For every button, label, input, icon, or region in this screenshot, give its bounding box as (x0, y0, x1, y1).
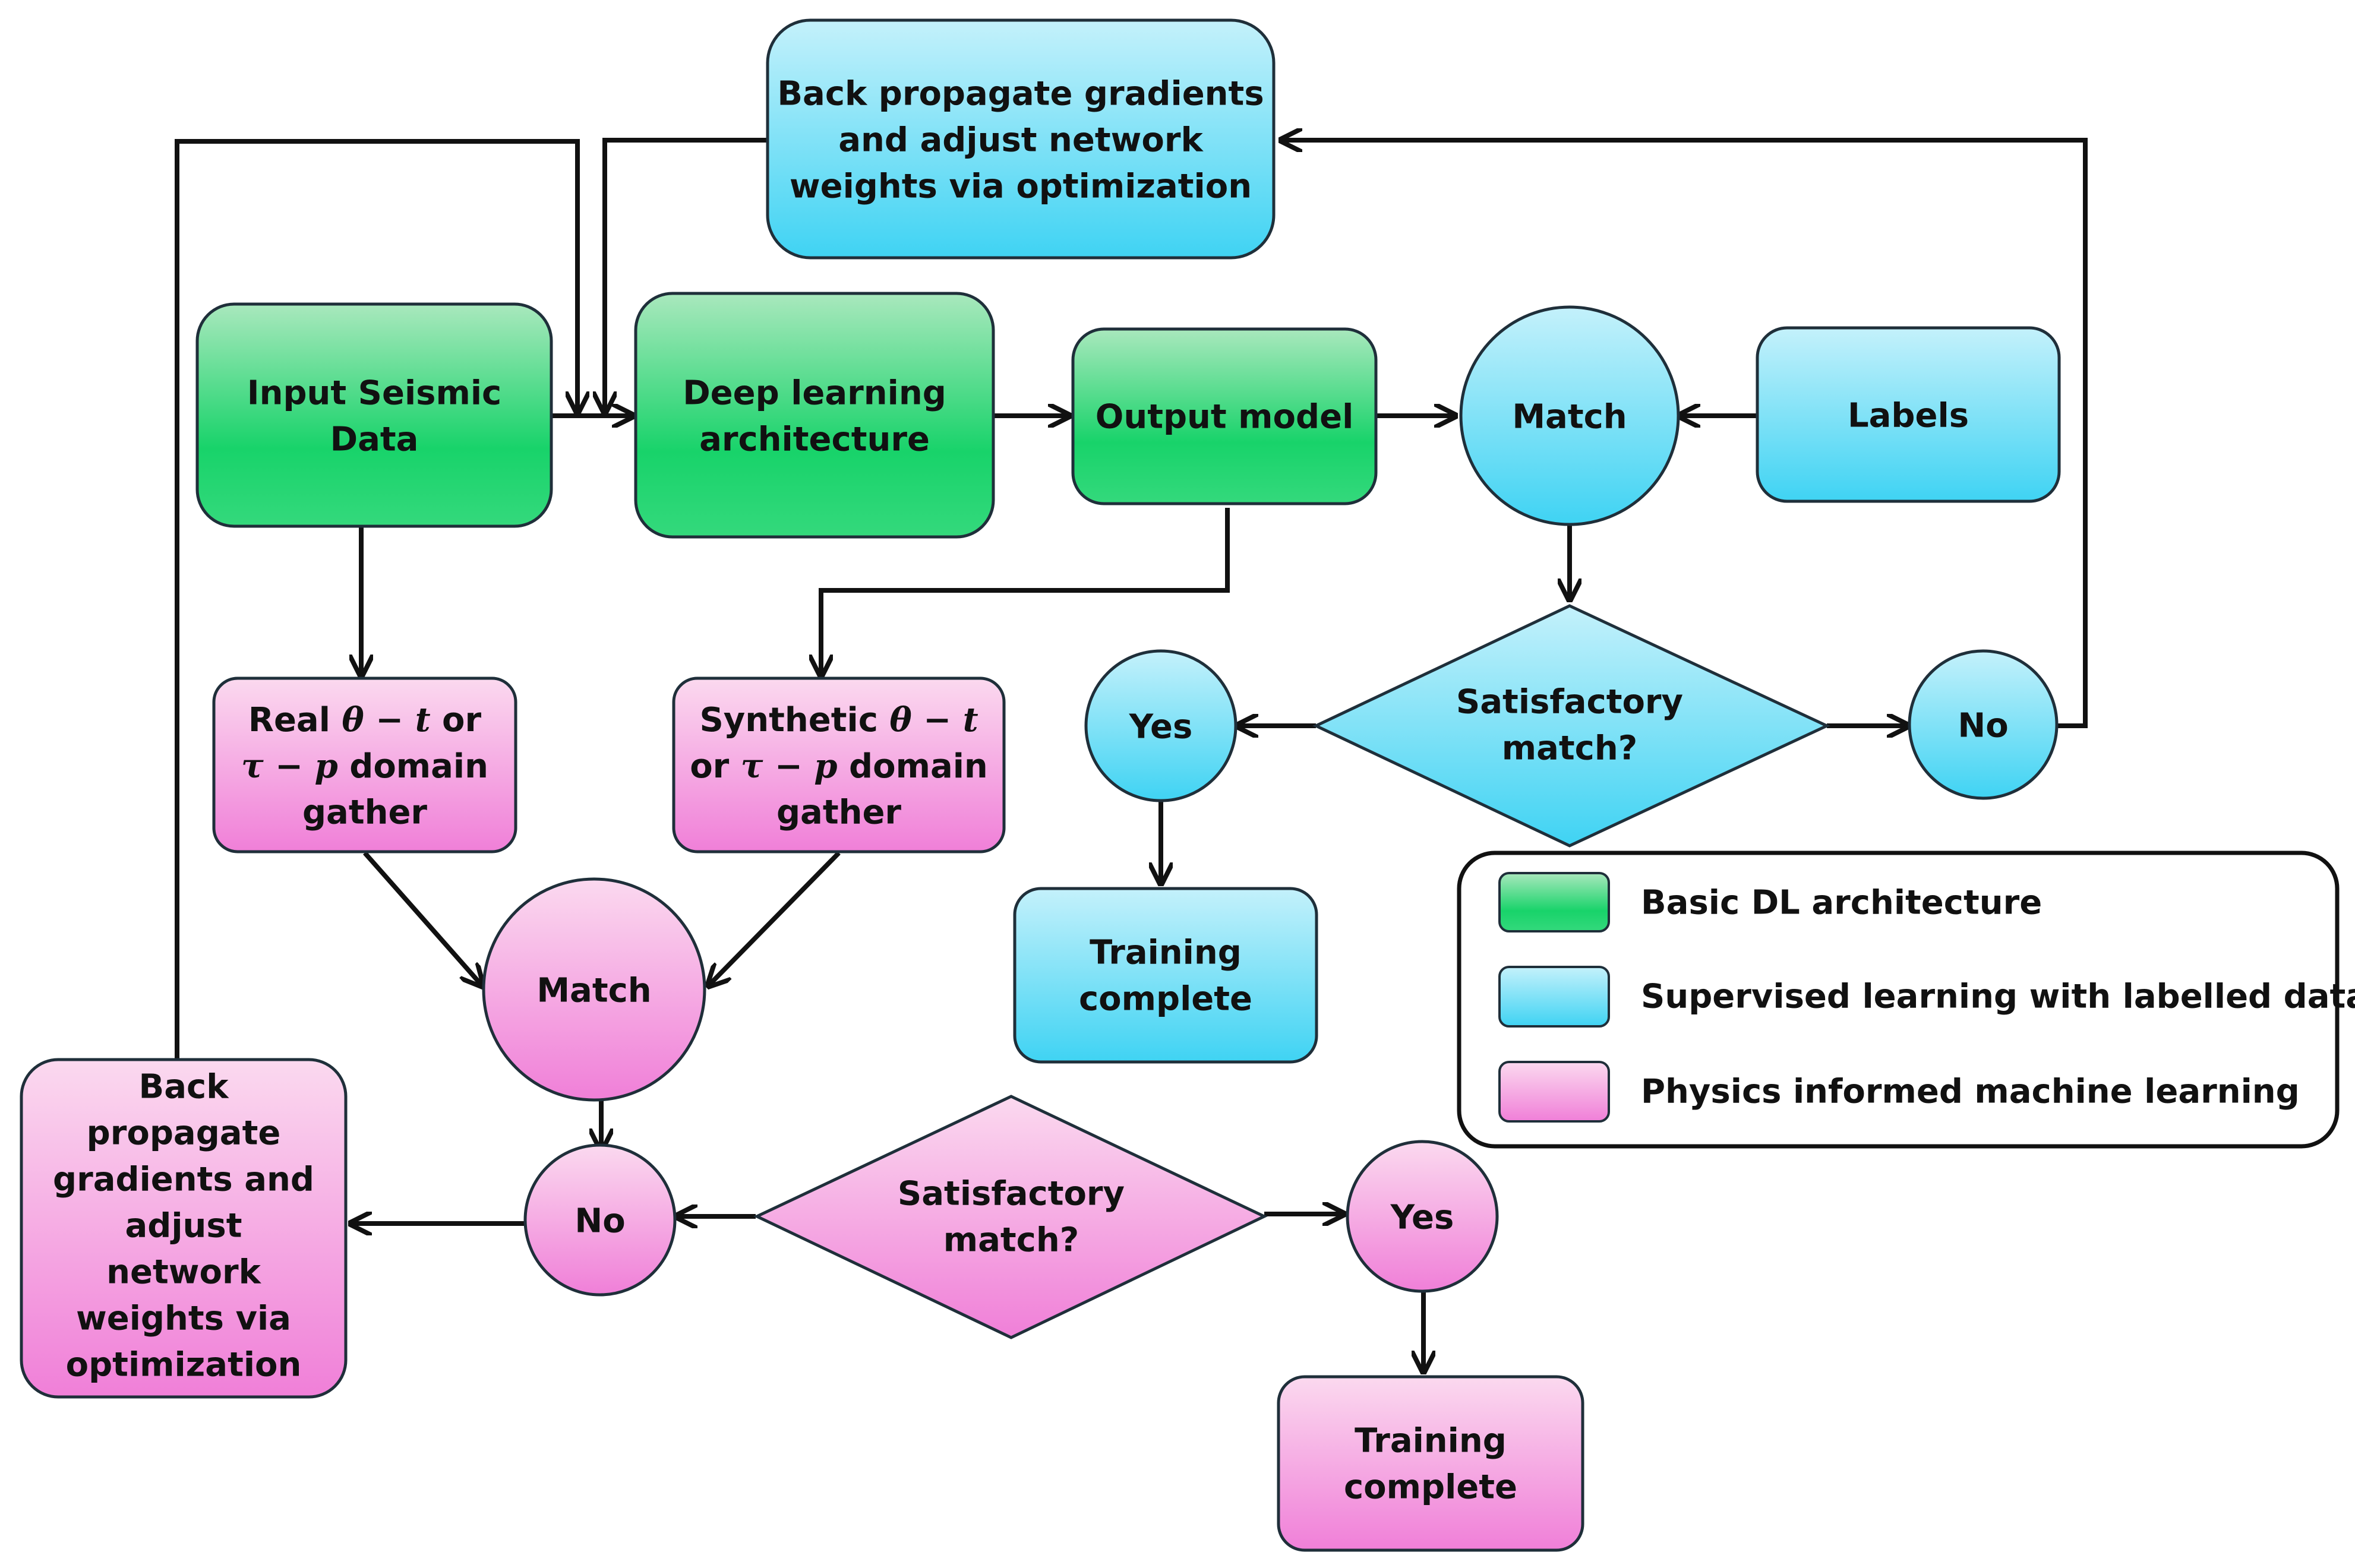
node-satisfactory-top-line1: Satisfactory (1456, 683, 1683, 722)
node-yes-bottom[interactable]: Yes (1346, 1140, 1499, 1293)
node-synthetic-gather-line3: gather (776, 794, 901, 832)
legend-swatch-pink (1498, 1061, 1610, 1123)
node-real-gather-line1: Real θ − t or (248, 700, 482, 739)
node-match-bottom-label: Match (536, 972, 651, 1010)
node-backprop-bottom-line6: weights via (76, 1300, 291, 1338)
node-synthetic-gather-line2: or τ − p domain (690, 747, 988, 786)
node-training-complete-bottom[interactable]: Training complete (1277, 1375, 1584, 1552)
node-match-bottom[interactable]: Match (482, 877, 706, 1102)
node-output-model-line1: Output model (1096, 398, 1354, 437)
node-backprop-bottom[interactable]: Back propagate gradients and adjust netw… (20, 1058, 348, 1399)
node-deep-learning[interactable]: Deep learning architecture (634, 292, 995, 539)
node-no-bottom[interactable]: No (523, 1143, 677, 1297)
edge-backprop-bottom-to-deeplearning (175, 139, 577, 1058)
edges (175, 138, 2088, 1372)
legend-swatch-blue (1498, 966, 1610, 1028)
node-satisfactory-top[interactable]: Satisfactory match? (1312, 604, 1830, 848)
node-no-bottom-label: No (574, 1202, 625, 1241)
legend-item-basic-dl: Basic DL architecture (1498, 872, 2042, 932)
edge-backprop-top-to-deeplearning (605, 138, 768, 413)
node-yes-top[interactable]: Yes (1084, 649, 1238, 802)
node-match-top[interactable]: Match (1459, 305, 1680, 526)
legend-label-supervised: Supervised learning with labelled data (1641, 978, 2355, 1016)
legend: Basic DL architecture Supervised learnin… (1457, 851, 2355, 1149)
node-backprop-bottom-line2: propagate (87, 1114, 281, 1153)
legend-label-physics: Physics informed machine learning (1641, 1073, 2300, 1111)
node-yes-bottom-label: Yes (1390, 1199, 1454, 1237)
node-backprop-bottom-line7: optimization (66, 1346, 302, 1384)
node-deep-learning-line2: architecture (699, 421, 930, 459)
legend-item-supervised: Supervised learning with labelled data (1498, 966, 2355, 1028)
node-labels[interactable]: Labels (1756, 326, 2061, 503)
node-training-complete-top-line1: Training (1090, 934, 1242, 972)
node-real-gather[interactable]: Real θ − t or τ − p domain gather (212, 676, 517, 853)
node-input-seismic-line2: Data (330, 421, 419, 459)
edge-synthetic-gather-to-match (708, 851, 841, 986)
node-output-model[interactable]: Output model (1071, 327, 1378, 505)
node-satisfactory-bottom[interactable]: Satisfactory match? (753, 1095, 1268, 1339)
node-real-gather-line2: τ − p domain (241, 747, 488, 786)
node-backprop-bottom-line5: network (106, 1253, 261, 1292)
node-training-complete-top[interactable]: Training complete (1013, 887, 1318, 1064)
node-training-complete-bottom-line1: Training (1355, 1422, 1507, 1460)
node-backprop-top-line3: weights via optimization (790, 167, 1252, 206)
legend-label-basic-dl: Basic DL architecture (1641, 884, 2042, 922)
node-satisfactory-top-line2: match? (1502, 729, 1637, 768)
node-deep-learning-line1: Deep learning (683, 374, 946, 413)
node-yes-top-label: Yes (1129, 708, 1193, 747)
node-satisfactory-bottom-line2: match? (943, 1221, 1079, 1260)
legend-item-physics: Physics informed machine learning (1498, 1061, 2300, 1123)
legend-box (1457, 851, 2340, 1149)
node-input-seismic[interactable]: Input Seismic Data (195, 302, 553, 528)
node-no-top-label: No (1958, 707, 2008, 745)
node-real-gather-line3: gather (302, 794, 427, 832)
node-backprop-bottom-line3: gradients and (53, 1161, 314, 1199)
node-training-complete-top-line2: complete (1079, 980, 1252, 1019)
node-satisfactory-bottom-line1: Satisfactory (898, 1175, 1125, 1213)
edge-no-to-backprop-top (1281, 140, 2088, 728)
legend-swatch-green (1498, 872, 1610, 932)
node-backprop-bottom-line1: Back (139, 1068, 230, 1107)
node-backprop-bottom-line4: adjust (125, 1207, 242, 1245)
node-training-complete-bottom-line2: complete (1344, 1468, 1517, 1507)
edge-real-gather-to-match (363, 851, 482, 986)
node-backprop-top-line2: and adjust network (838, 121, 1204, 160)
node-backprop-top-line1: Back propagate gradients (777, 75, 1264, 113)
node-input-seismic-line1: Input Seismic (247, 374, 502, 413)
node-synthetic-gather-line1: Synthetic θ − t (699, 700, 978, 739)
node-synthetic-gather[interactable]: Synthetic θ − t or τ − p domain gather (672, 676, 1006, 853)
edge-output-to-synthetic-gather (821, 508, 1230, 676)
node-match-top-label: Match (1512, 398, 1627, 437)
node-backprop-top[interactable]: Back propagate gradients and adjust netw… (766, 18, 1276, 260)
node-no-top[interactable]: No (1908, 649, 2059, 800)
node-labels-label: Labels (1848, 397, 1969, 435)
